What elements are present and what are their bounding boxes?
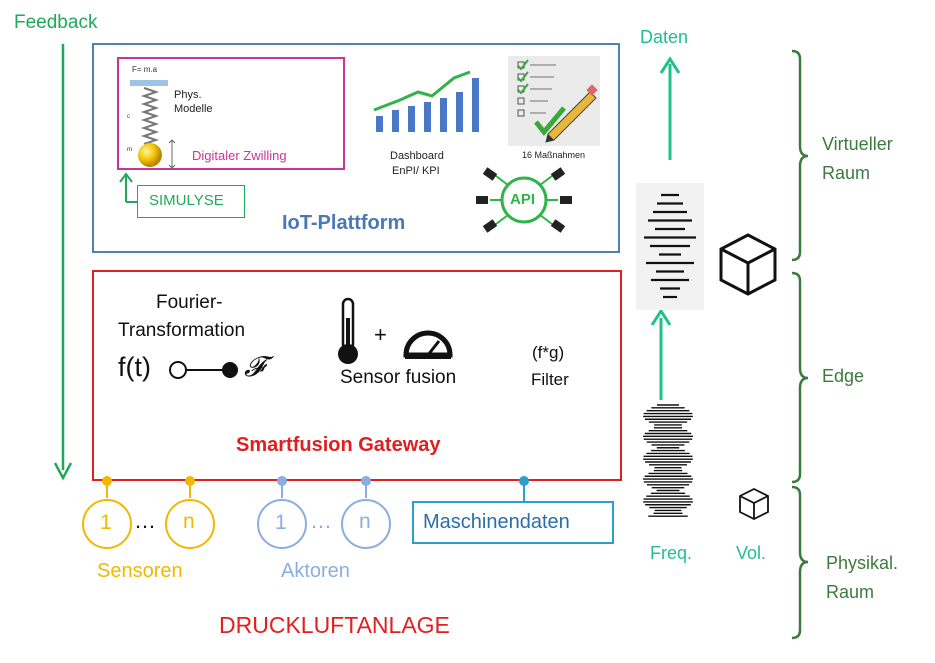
thermometer-icon — [338, 297, 358, 364]
physical-space-label-1: Physikal. — [826, 553, 899, 573]
freq-label: Freq. — [650, 543, 693, 563]
machine-data-box — [412, 501, 614, 544]
feedback-label: Feedback — [14, 12, 98, 33]
physical-space-label-2: Raum — [826, 582, 875, 602]
gateway-title: Smartfusion Gateway — [236, 434, 441, 456]
filter-formula: (f*g) — [532, 343, 565, 362]
simulyse-box — [137, 185, 245, 218]
checklist-icon — [508, 56, 600, 146]
fourier-ft: f(t) — [118, 352, 151, 382]
actor-dots: … — [310, 508, 332, 533]
measures-label: 16 Maßnahmen — [522, 150, 586, 160]
waveform-icon — [643, 404, 693, 517]
actor-circle-first — [257, 499, 307, 549]
fourier-correspondence-icon — [169, 361, 238, 379]
spring-mass-icon — [130, 80, 176, 169]
vol-label: Vol. — [736, 543, 767, 563]
sensor-last-label: n — [183, 510, 195, 533]
simulyse-label: SIMULYSE — [149, 192, 224, 209]
twin-label-m: m — [127, 147, 132, 153]
digital-twin-box — [117, 57, 345, 170]
api-icon — [476, 167, 572, 233]
dashboard-label-1: Dashboard — [390, 150, 444, 162]
sensor-circle-first — [82, 499, 132, 549]
digital-twin-title: Digitaler Zwilling — [192, 148, 287, 163]
iot-platform-title: IoT-Plattform — [282, 212, 406, 234]
spectrum-icon — [644, 193, 696, 299]
sensor-circle-last — [165, 499, 215, 549]
twin-formula: F= m.a — [132, 65, 158, 74]
virtual-cube-icon — [719, 233, 777, 296]
plant-label: DRUCKLUFTANLAGE — [219, 612, 450, 638]
gauge-icon — [403, 330, 453, 359]
twin-label-c: c — [127, 114, 130, 120]
actor-circle-last — [341, 499, 391, 549]
smartfusion-gateway-box — [92, 270, 622, 481]
actor-last-label: n — [359, 510, 371, 533]
sensor-fusion-label: Sensor fusion — [340, 367, 457, 388]
sensor-dots: … — [134, 508, 156, 533]
fourier-label-2: Transformation — [118, 320, 246, 341]
dashboard-chart-icon — [373, 70, 479, 132]
sensors-label: Sensoren — [97, 560, 183, 582]
fourier-label-1: Fourier- — [156, 292, 223, 313]
data-label: Daten — [640, 27, 689, 47]
virtual-space-label-2: Raum — [822, 163, 871, 183]
physical-models-label: Phys. Modelle — [174, 89, 213, 115]
iot-platform-box — [92, 43, 620, 253]
filter-label: Filter — [531, 370, 569, 389]
sensor-first-label: 1 — [100, 511, 112, 534]
virtual-space-label-1: Virtueller — [822, 134, 893, 154]
dashboard-label-2: EnPI/ KPI — [392, 165, 440, 177]
fourier-F: 𝓕 — [244, 350, 265, 383]
api-label: API — [510, 191, 536, 208]
edge-label: Edge — [822, 366, 865, 386]
fusion-plus: + — [374, 322, 387, 347]
machine-data-label: Maschinendaten — [423, 511, 570, 533]
actor-first-label: 1 — [275, 511, 287, 534]
actors-label: Aktoren — [281, 560, 350, 582]
volume-cube-icon — [739, 487, 769, 521]
